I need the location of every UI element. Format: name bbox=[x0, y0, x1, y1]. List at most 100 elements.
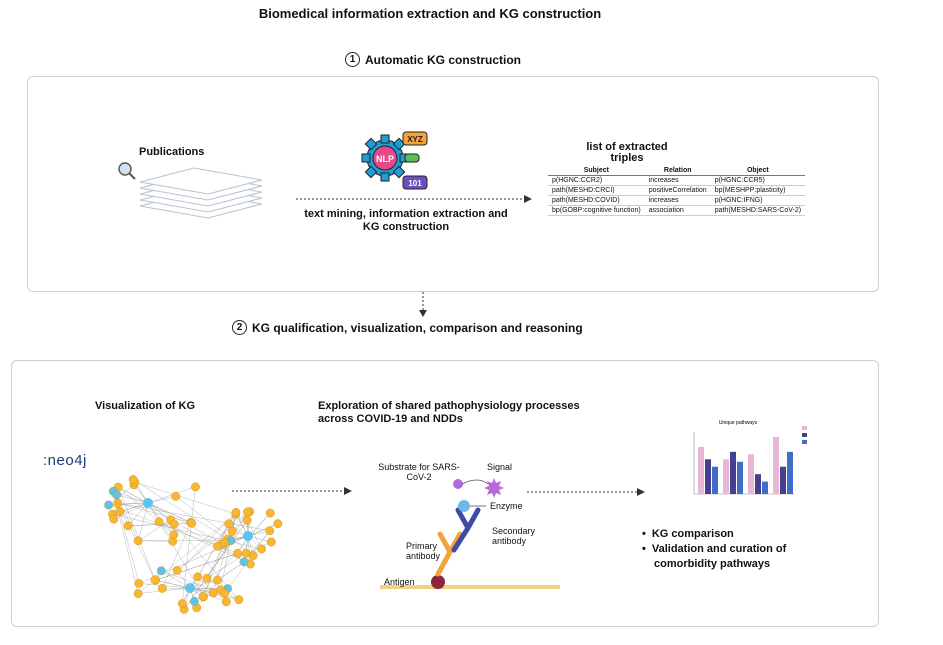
chart-bar bbox=[755, 474, 761, 494]
cell: association bbox=[644, 205, 711, 216]
viz-title: Visualization of KG bbox=[95, 400, 196, 412]
cell: path(MESHD:SARS-CoV-2) bbox=[710, 205, 806, 216]
graph-node bbox=[208, 588, 218, 598]
graph-node bbox=[189, 596, 199, 606]
cell: p(HGNC:IFNG) bbox=[710, 195, 806, 206]
legend-swatch bbox=[802, 426, 807, 430]
cell: positiveCorrelation bbox=[644, 185, 711, 196]
graph-node bbox=[193, 572, 203, 582]
graph-node bbox=[243, 507, 252, 517]
graph-node bbox=[154, 517, 164, 527]
graph-hub-node bbox=[143, 498, 153, 508]
enzyme-label: Enzyme bbox=[490, 501, 523, 511]
enzyme-dot bbox=[458, 500, 470, 512]
cell: path(MESHD:COVID) bbox=[548, 195, 645, 206]
cell: increases bbox=[644, 195, 711, 206]
cell: p(HGNC:CCR5) bbox=[710, 175, 806, 186]
page-title: Biomedical information extraction and KG… bbox=[258, 6, 602, 21]
graph-node bbox=[157, 583, 167, 593]
col-subject: Subject bbox=[548, 166, 645, 176]
step2-heading: 2 KG qualification, visualization, compa… bbox=[232, 320, 583, 335]
chart-bar bbox=[730, 451, 736, 494]
table-row: bp(GOBP:cognitive function) association … bbox=[548, 205, 806, 216]
graph-node bbox=[112, 490, 121, 500]
chart-bar bbox=[773, 436, 779, 494]
chart-title: Unique pathways bbox=[719, 420, 758, 426]
graph-node bbox=[239, 557, 249, 567]
graph-node bbox=[265, 508, 275, 518]
graph-node bbox=[171, 491, 181, 501]
graph-node bbox=[156, 566, 166, 576]
graph-node bbox=[169, 530, 179, 540]
graph-node bbox=[109, 514, 119, 524]
cell: increases bbox=[644, 175, 711, 186]
secondary-label: Secondary antibody bbox=[492, 526, 536, 546]
num-badge: 101 bbox=[408, 179, 422, 188]
step1-heading: 1 Automatic KG construction bbox=[345, 52, 521, 67]
graph-node bbox=[172, 565, 182, 575]
primary-antibody-shape bbox=[435, 531, 463, 577]
graph-node bbox=[273, 519, 283, 529]
chart-bar bbox=[762, 481, 768, 494]
triples-table: Subject Relation Object p(HGNC:CCR2) inc… bbox=[548, 166, 806, 216]
table-row: p(HGNC:CCR2) increases p(HGNC:CCR5) bbox=[548, 175, 806, 186]
antigen-surface bbox=[380, 585, 560, 589]
graph-node bbox=[123, 521, 133, 531]
graph-node bbox=[266, 537, 276, 547]
graph-node bbox=[265, 526, 275, 536]
chart-bar bbox=[787, 451, 793, 494]
signal-burst-icon bbox=[484, 478, 504, 498]
step2-label: KG qualification, visualization, compari… bbox=[252, 320, 583, 335]
graph-node bbox=[202, 573, 212, 583]
triples-title: list of extracted triples bbox=[586, 141, 668, 164]
graph-node bbox=[213, 575, 222, 585]
cell: p(HGNC:CCR2) bbox=[548, 175, 645, 186]
bullet-validation: Validation and curation of comorbidity p… bbox=[642, 542, 832, 572]
nlp-badge: NLP bbox=[376, 154, 394, 164]
table-row: path(MESHD:COVID) increases p(HGNC:IFNG) bbox=[548, 195, 806, 206]
graph-node bbox=[224, 519, 234, 529]
chart-bar bbox=[748, 454, 754, 494]
arrow-down bbox=[419, 292, 427, 317]
arrow-viz-explore bbox=[232, 487, 352, 495]
graph-node bbox=[227, 526, 237, 536]
graph-node bbox=[191, 482, 200, 492]
graph-node bbox=[257, 544, 266, 554]
primary-label: Primary antibody bbox=[406, 541, 441, 561]
legend-swatch bbox=[802, 433, 807, 437]
chart-bar bbox=[712, 466, 718, 494]
graph-node bbox=[104, 500, 114, 510]
chart-bar bbox=[705, 459, 711, 494]
substrate-dot bbox=[453, 479, 463, 489]
neo4j-logo: :neo4j bbox=[43, 452, 87, 469]
legend-swatch bbox=[802, 440, 807, 444]
chart-bar bbox=[780, 466, 786, 494]
graph-node bbox=[169, 519, 179, 529]
graph-node bbox=[221, 597, 231, 607]
xyz-badge: XYZ bbox=[407, 135, 423, 144]
antigen-dot bbox=[431, 575, 445, 589]
graph-node bbox=[248, 551, 258, 560]
conclusion-list: KG comparison Validation and curation of… bbox=[642, 527, 832, 572]
cell: bp(GOBP:cognitive function) bbox=[548, 205, 645, 216]
graph-hub-node bbox=[185, 583, 195, 593]
bullet-kg-comparison: KG comparison bbox=[642, 527, 832, 542]
col-object: Object bbox=[710, 166, 806, 176]
antigen-label: Antigen bbox=[384, 577, 415, 587]
graph-node bbox=[113, 498, 123, 508]
graph-node bbox=[220, 589, 229, 598]
pathways-chart: Unique pathways bbox=[693, 420, 807, 495]
graph-node bbox=[219, 537, 229, 547]
graph-node bbox=[233, 548, 243, 558]
nlp-gear-icon: NLP XYZ 101 bbox=[361, 131, 428, 190]
step1-label: Automatic KG construction bbox=[365, 52, 522, 67]
step1-number: 1 bbox=[345, 52, 360, 67]
signal-label: Signal bbox=[487, 462, 513, 472]
explore-title: Exploration of shared pathophysiology pr… bbox=[318, 400, 580, 425]
step2-number: 2 bbox=[232, 320, 247, 335]
graph-node bbox=[115, 507, 125, 516]
graph-node bbox=[128, 475, 138, 484]
arrow-mining bbox=[296, 195, 532, 203]
graph-node bbox=[187, 518, 197, 528]
graph-hub-node bbox=[243, 531, 253, 541]
